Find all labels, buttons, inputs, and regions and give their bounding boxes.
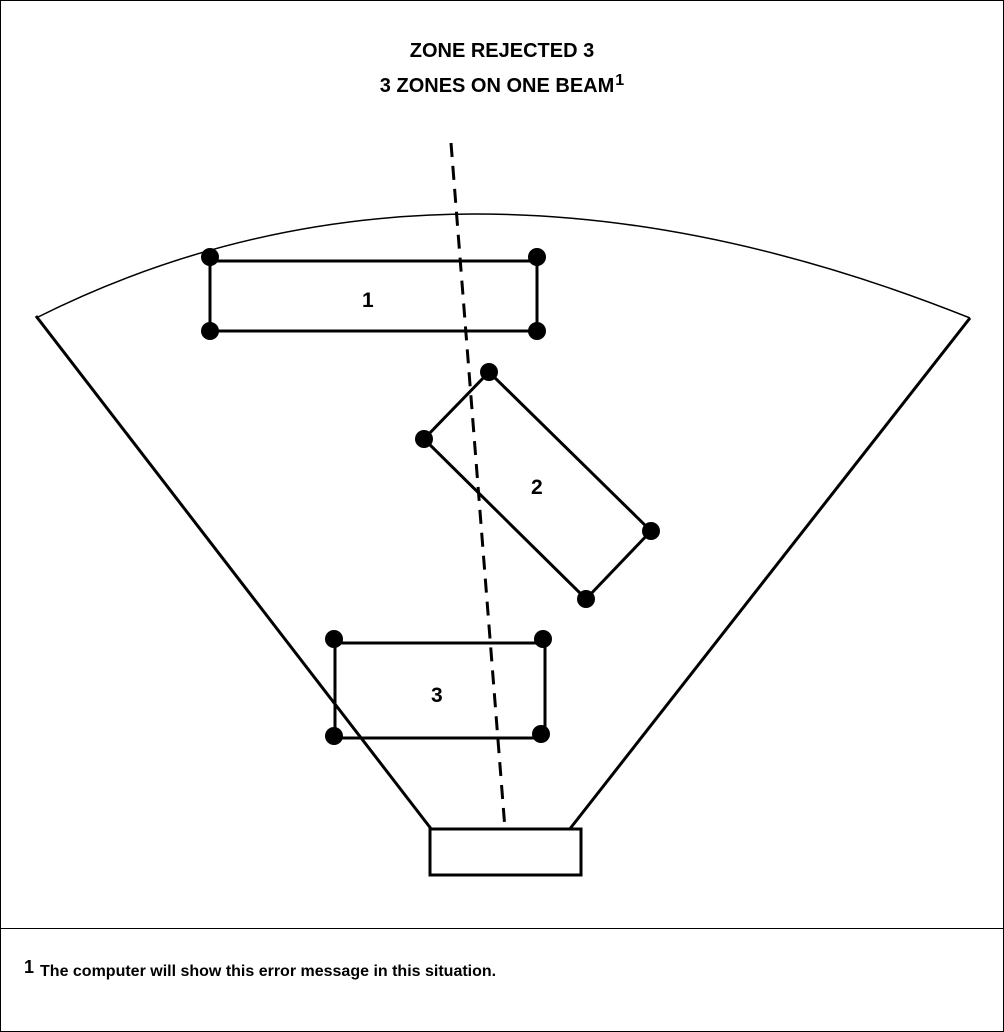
- title-line-1: ZONE REJECTED 3: [409, 40, 595, 62]
- coverage-left-edge: [34, 315, 434, 831]
- zone-2-corner: [577, 590, 595, 608]
- zone-2-corner: [642, 522, 660, 540]
- zone-3-corner: [325, 727, 343, 745]
- footnote: 1 The computer will show this error messa…: [24, 957, 497, 984]
- zone-2: 2: [415, 363, 660, 608]
- transducer-box: [428, 827, 583, 877]
- zone-3-corner: [325, 630, 343, 648]
- zone-3: 3: [325, 630, 552, 745]
- coverage-arc: [35, 213, 971, 319]
- zone-3-corner: [534, 630, 552, 648]
- title-line-2-text: 3 ZONES ON ONE BEAM: [379, 75, 615, 97]
- zone-1-corner: [201, 248, 219, 266]
- zone-3-corner: [532, 725, 550, 743]
- zone-1-corner: [528, 322, 546, 340]
- title-line-2: 3 ZONES ON ONE BEAM1: [0, 69, 1004, 104]
- zone-1-corner: [201, 322, 219, 340]
- footnote-divider: [0, 928, 1004, 929]
- beam-line: [449, 142, 507, 830]
- zone-3-label: 3: [431, 684, 443, 707]
- footnote-marker: 1: [24, 957, 35, 977]
- zone-1: 1: [201, 248, 546, 340]
- zone-2-label: 2: [531, 476, 543, 499]
- zone-1-label: 1: [362, 289, 374, 312]
- title-footnote-marker: 1: [615, 72, 625, 89]
- coverage-right-edge: [567, 317, 972, 831]
- zone-2-corner: [415, 430, 433, 448]
- zone-1-corner: [528, 248, 546, 266]
- footnote-text: The computer will show this error messag…: [40, 963, 497, 980]
- zone-2-corner: [480, 363, 498, 381]
- diagram-title: ZONE REJECTED 3 3 ZONES ON ONE BEAM1: [0, 34, 1004, 104]
